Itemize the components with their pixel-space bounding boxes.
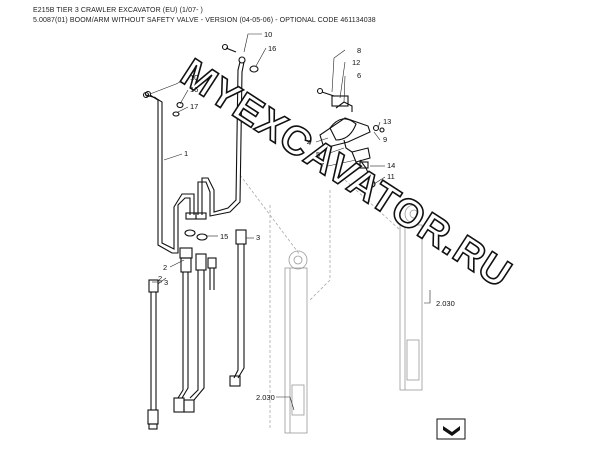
- callout-12: 12: [352, 58, 360, 67]
- o-ring-17: [172, 111, 180, 117]
- callout-10-top: 10: [264, 30, 272, 39]
- o-ring-16-top: [249, 65, 259, 73]
- o-ring-16-left: [176, 101, 184, 109]
- callout-8: 8: [357, 46, 361, 55]
- bolt-10-top: [221, 43, 237, 53]
- callout-11: 11: [387, 172, 395, 181]
- reference-2030-left: 2.030: [256, 393, 275, 402]
- callout-9: 9: [383, 135, 387, 144]
- document-title: E215B TIER 3 CRAWLER EXCAVATOR (EU) (1/0…: [33, 7, 203, 14]
- callout-6: 6: [357, 71, 361, 80]
- hose-short-center: [207, 257, 217, 290]
- next-page-icon[interactable]: [436, 418, 466, 440]
- callout-15: 15: [220, 232, 228, 241]
- dashed-guide-lines: [239, 174, 401, 430]
- callout-4: 4: [307, 138, 311, 147]
- callout-17: 17: [190, 102, 198, 111]
- hose-3-right: [229, 229, 247, 387]
- callout-14: 14: [387, 161, 395, 170]
- callout-leaders: [149, 33, 431, 411]
- boom-cylinder-ghost-left: [284, 250, 308, 434]
- callout-5: 5: [316, 150, 320, 159]
- callout-2-lower: 2: [158, 274, 162, 283]
- hose-2-left: [147, 279, 159, 430]
- hose-2-center: [183, 253, 207, 413]
- boom-cylinder-ghost-right: [399, 204, 424, 391]
- reference-2030-right: 2.030: [436, 299, 455, 308]
- rigid-pipe-assembly: [144, 56, 246, 254]
- bolt-10-left: [142, 91, 157, 99]
- callout-3-right: 3: [256, 233, 260, 242]
- hose-3-left-a: [173, 247, 193, 413]
- callout-13: 13: [383, 117, 391, 126]
- o-ring-15: [184, 229, 208, 241]
- watermark-text: MYEXCAVATOR.RU: [173, 51, 519, 297]
- callout-7: 7: [320, 161, 324, 170]
- callout-3-left: 3: [164, 278, 168, 287]
- callout-10-left: 10: [190, 73, 198, 82]
- callout-1: 1: [184, 149, 188, 158]
- callout-16-top: 16: [268, 44, 276, 53]
- callout-2-upper: 2: [163, 263, 167, 272]
- document-subtitle: 5.0087(01) BOOM/ARM WITHOUT SAFETY VALVE…: [33, 17, 376, 24]
- callout-16-left: 16: [190, 85, 198, 94]
